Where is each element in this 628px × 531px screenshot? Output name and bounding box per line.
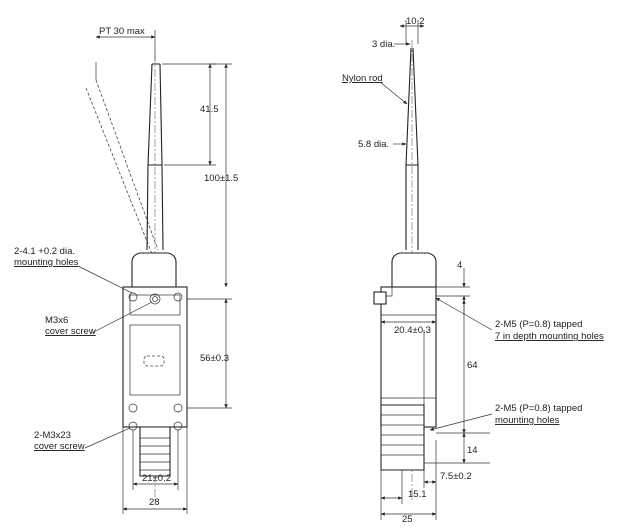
m5-tapped-1-label-b: 7 in depth mounting holes — [495, 331, 604, 342]
switch-body-side — [380, 286, 437, 428]
dim-7-5-label: 7.5±0.2 — [440, 471, 472, 482]
switch-body-front — [122, 286, 188, 428]
dim-100-label: 100±1.5 — [204, 173, 238, 184]
dia-5-8-label: 5.8 dia. — [358, 139, 389, 150]
m3x6-label-1: M3x6 — [45, 315, 68, 326]
m3x6-label-2: cover screw — [45, 326, 96, 337]
switch-head-side — [391, 252, 437, 288]
side-lever-stub — [373, 291, 387, 305]
pt-max-label: PT 30 max — [99, 26, 145, 37]
dim-10-2-label: 10.2 — [406, 16, 425, 27]
dim-56-label: 56±0.3 — [200, 353, 229, 364]
dim-4-label: 4 — [457, 260, 462, 271]
dia-3-label: 3 dia. — [372, 39, 395, 50]
m5-tapped-1-label-a: 2-M5 (P=0.8) tapped — [495, 319, 582, 330]
dim-14-label: 14 — [467, 445, 478, 456]
conduit-front — [139, 426, 171, 477]
cover-slot — [143, 355, 165, 367]
dim-41-5-label: 41.5 — [200, 104, 219, 115]
dim-25-label: 25 — [402, 514, 413, 525]
mount-holes-label-1: 2-4.1 +0.2 dia. — [14, 246, 75, 257]
m5-tapped-2-label-b: mounting holes — [495, 415, 560, 426]
dim-21-label: 21±0.2 — [142, 473, 171, 484]
dim-64-label: 64 — [467, 360, 478, 371]
dim-20-4-label: 20.4±0.3 — [394, 325, 431, 336]
nylon-rod-side — [405, 47, 419, 250]
front-view: PT 30 max 41.5 100±1.5 56±0.3 2-4.1 +0.2… — [14, 26, 238, 514]
m3x23-label-2: cover screw — [34, 441, 85, 452]
side-view: 10.2 3 dia. Nylon rod 5.8 dia. 4 20.4±0.… — [342, 16, 604, 525]
nylon-rod-label: Nylon rod — [342, 73, 383, 84]
top-mount-plate — [129, 294, 181, 316]
mounting-hole-icons — [128, 292, 183, 431]
nylon-rod-front — [146, 63, 164, 251]
mount-holes-label-2: mounting holes — [14, 257, 79, 268]
m5-tapped-2-label-a: 2-M5 (P=0.8) tapped — [495, 403, 582, 414]
switch-head-front — [131, 252, 177, 288]
cover-window — [129, 324, 181, 396]
dim-15-1-label: 15.1 — [408, 489, 427, 500]
dim-28-label: 28 — [149, 497, 160, 508]
m3x23-label-1: 2-M3x23 — [34, 430, 71, 441]
